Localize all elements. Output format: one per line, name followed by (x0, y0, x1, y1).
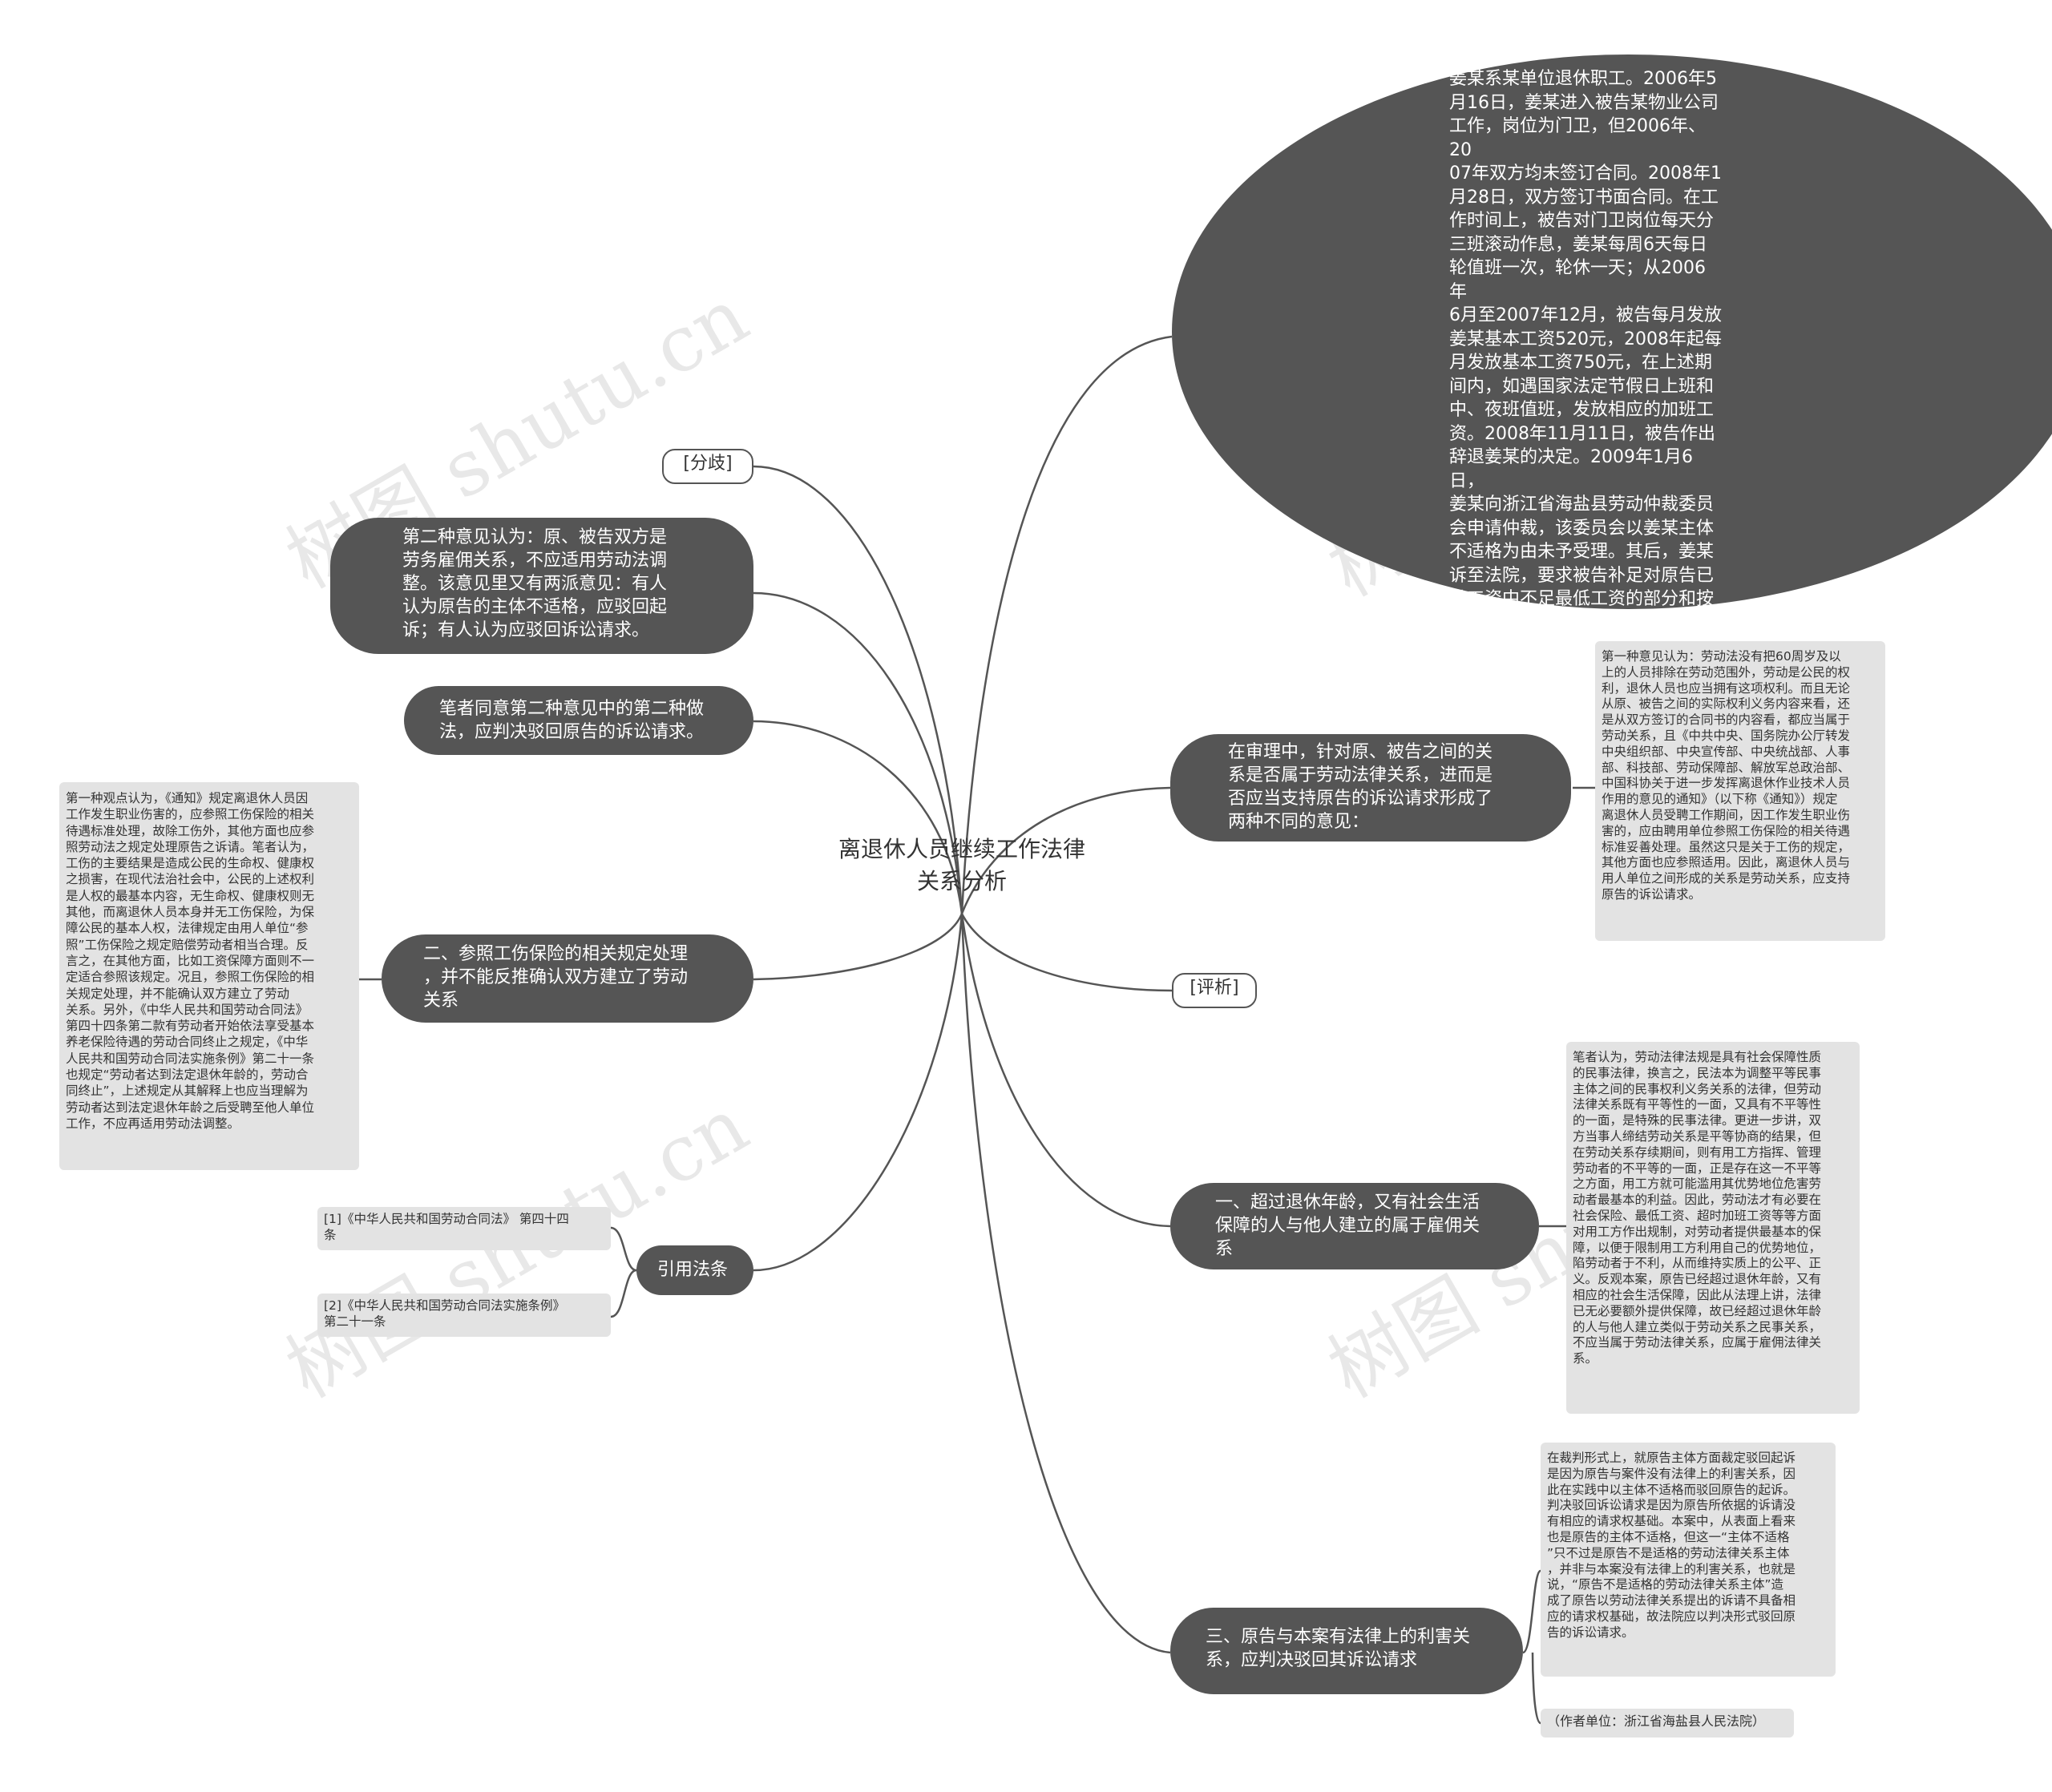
point2-node[interactable]: 二、参照工伤保险的相关规定处理 ，并不能反推确认双方建立了劳动 关系 (382, 934, 753, 1023)
dispute-node[interactable]: 在审理中，针对原、被告之间的关 系是否属于劳动法律关系，进而是 否应当支持原告的… (1170, 734, 1571, 842)
law1-note[interactable]: [1]《中华人民共和国劳动合同法》 第四十四 条 (317, 1207, 611, 1250)
edge-point3 (960, 913, 1171, 1654)
edge-law2 (610, 1269, 637, 1318)
point2-text: 二、参照工伤保险的相关规定处理 ，并不能反推确认双方建立了劳动 关系 (423, 944, 689, 1011)
edge-law1 (610, 1226, 637, 1272)
review-tag[interactable]: [评析] (1172, 973, 1257, 1008)
laws-text: 引用法条 (657, 1260, 729, 1280)
edge-facts (960, 335, 1173, 914)
edge-laws (753, 913, 963, 1272)
edge-agree (753, 720, 963, 914)
root-topic[interactable]: 离退休人员继续工作法律 关系分析 (838, 836, 1085, 894)
edge-point2 (753, 913, 963, 981)
opinion2-text: 第二种意见认为：原、被告双方是 劳务雇佣关系，不应适用劳动法调 整。该意见里又有… (402, 527, 668, 640)
point2-note[interactable]: 第一种观点认为，《通知》规定离退休人员因 工作发生职业伤害的，应参照工伤保险的相… (59, 782, 359, 1170)
laws-node[interactable]: 引用法条 (636, 1245, 753, 1295)
point3-note[interactable]: 在裁判形式上，就原告主体方面裁定驳回起诉 是因为原告与案件没有法律上的利害关系，… (1541, 1443, 1836, 1677)
edge-point1 (960, 913, 1171, 1228)
edge-opinion2 (753, 591, 963, 914)
agree-text: 笔者同意第二种意见中的第二种做 法，应判决驳回原告的诉讼请求。 (439, 699, 705, 742)
point1-node[interactable]: 一、超过退休年龄，又有社会生活 保障的人与他人建立的属于雇佣关 系 (1170, 1183, 1539, 1269)
point1-note[interactable]: 笔者认为，劳动法律法规是具有社会保障性质 的民事法律，换言之，民法本为调整平等民… (1566, 1042, 1860, 1414)
facts-node[interactable]: 姜某系某单位退休职工。2006年5 月16日，姜某进入被告某物业公司 工作，岗位… (1172, 54, 2052, 656)
point1-text: 一、超过退休年龄，又有社会生活 保障的人与他人建立的属于雇佣关 系 (1215, 1193, 1480, 1259)
opinion1-note[interactable]: 第一种意见认为：劳动法没有把60周岁及以 上的人员排除在劳动范围外，劳动是公民的… (1595, 641, 1885, 941)
opinion2-node[interactable]: 第二种意见认为：原、被告双方是 劳务雇佣关系，不应适用劳动法调 整。该意见里又有… (330, 518, 753, 654)
law2-note[interactable]: [2]《中华人民共和国劳动合同法实施条例》 第二十一条 (317, 1294, 611, 1337)
author-note[interactable]: （作者单位：浙江省海盐县人民法院） (1541, 1709, 1794, 1738)
agree-node[interactable]: 笔者同意第二种意见中的第二种做 法，应判决驳回原告的诉讼请求。 (404, 686, 753, 755)
edge-dispute (960, 786, 1171, 914)
point3-text: 三、原告与本案有法律上的利害关 系，应判决驳回其诉讼请求 (1206, 1627, 1471, 1670)
divergence-tag[interactable]: [分歧] (662, 449, 753, 484)
edge-point3-note (1522, 1569, 1542, 1725)
dispute-text: 在审理中，针对原、被告之间的关 系是否属于劳动法律关系，进而是 否应当支持原告的… (1228, 742, 1493, 832)
edge-review (960, 913, 1173, 992)
facts-text: 姜某系某单位退休职工。2006年5 月16日，姜某进入被告某物业公司 工作，岗位… (1449, 69, 1722, 656)
point3-node[interactable]: 三、原告与本案有法律上的利害关 系，应判决驳回其诉讼请求 (1170, 1608, 1523, 1694)
edge-divergence (753, 465, 963, 914)
